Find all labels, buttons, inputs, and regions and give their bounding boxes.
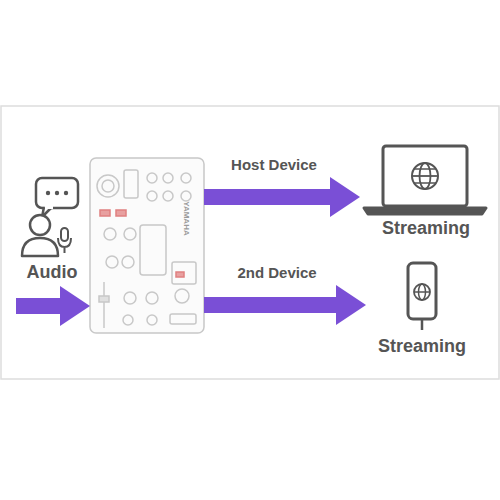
node-label: Streaming xyxy=(382,218,470,239)
node-label: Streaming xyxy=(378,336,466,357)
speaker-node: Audio xyxy=(16,172,88,317)
edge-label: 2nd Device xyxy=(234,264,319,281)
speaker-icon xyxy=(22,178,78,256)
mixer-node: YAMAHA xyxy=(90,158,204,333)
flow-arrow xyxy=(16,286,90,326)
edge-label: Host Device xyxy=(228,156,320,173)
mixer-illustration xyxy=(90,158,204,333)
flow-arrow xyxy=(204,285,366,325)
laptop-icon xyxy=(364,146,486,214)
phone-node: Streaming xyxy=(366,258,478,358)
laptop-node: Streaming xyxy=(360,140,492,242)
node-label: Audio xyxy=(27,262,78,283)
brand-name: YAMAHA xyxy=(182,201,191,235)
frame xyxy=(1,106,499,379)
phone-icon xyxy=(408,263,436,330)
flow-arrow xyxy=(204,177,360,217)
